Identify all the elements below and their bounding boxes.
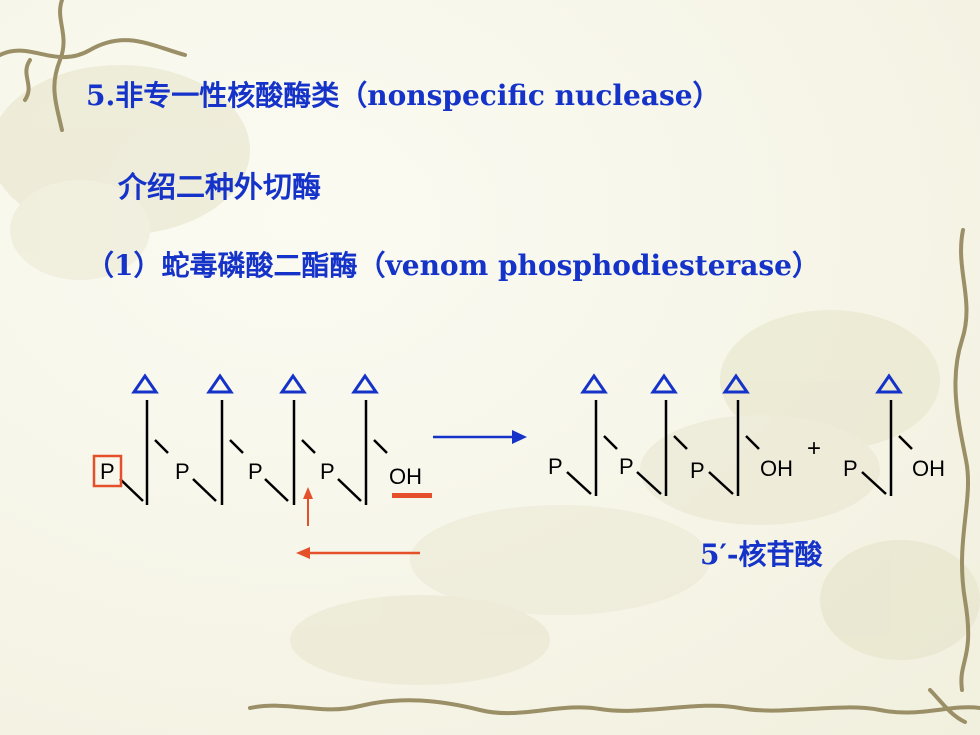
- foliage-blobs: [0, 65, 980, 685]
- hydroxyl-end-label: OH: [389, 464, 422, 489]
- phosphate-label: P: [690, 458, 705, 483]
- phosphate-bond: [119, 478, 144, 502]
- five-prime-phosphate-box: [92, 454, 123, 488]
- phosphodiester-bond: [229, 439, 244, 454]
- phosphate-label: P: [619, 454, 634, 479]
- phosphate-label: P: [320, 459, 335, 484]
- base-triangle-icon: [351, 373, 379, 394]
- base-triangle-icon: [875, 373, 903, 394]
- phosphate-bond: [708, 471, 734, 495]
- sugar-bonds: [119, 400, 388, 505]
- enzyme-item-heading: （1）蛇毒磷酸二酯酶（venom phosphodiesterase）: [86, 249, 820, 282]
- base-triangle-icon: [206, 373, 234, 394]
- three-prime-oh-underline: [392, 493, 432, 498]
- phosphate-label: P: [175, 459, 190, 484]
- base-triangle-icon: [650, 373, 678, 394]
- vine-bottom: [248, 688, 980, 724]
- base-triangle-icon: [722, 373, 750, 394]
- phosphate-bond: [264, 478, 289, 502]
- slide-title: 5.非专一性核酸酶类（nonspecific nuclease）: [86, 79, 721, 112]
- cleavage-site-arrow: [303, 487, 313, 526]
- hydroxyl-end-label: OH: [912, 456, 945, 481]
- phosphate-bond: [566, 471, 592, 495]
- phosphate-label: P: [843, 456, 858, 481]
- base-triangles: [580, 373, 750, 394]
- phosphate-label: P: [548, 454, 563, 479]
- substrate-strand: P P P P OH: [92, 373, 432, 559]
- hydrolysis-direction-arrow: [296, 547, 420, 559]
- product-caption: 5′-核苷酸: [700, 538, 823, 571]
- reaction-arrow: [433, 430, 527, 444]
- phosphate-bond: [861, 471, 887, 495]
- base-triangles: [131, 373, 379, 394]
- phosphate-label: P: [100, 459, 115, 484]
- phosphate-bond: [636, 471, 662, 495]
- sugar-bonds: [566, 400, 760, 496]
- phosphate-bond: [192, 478, 217, 502]
- phosphodiester-bond: [301, 439, 316, 454]
- phosphate-bond: [337, 478, 362, 502]
- phosphodiester-bond: [603, 435, 618, 450]
- product-strand: P P P OH: [548, 373, 793, 496]
- hydroxyl-end-label: OH: [760, 456, 793, 481]
- phosphodiester-bond: [745, 435, 760, 450]
- vine-right: [953, 228, 971, 692]
- slide-subtitle: 介绍二种外切酶: [118, 170, 322, 204]
- phosphodiester-bond: [898, 435, 913, 450]
- released-nucleotide: P OH: [843, 373, 945, 496]
- phosphodiester-bond: [154, 439, 169, 454]
- base-triangle-icon: [131, 373, 159, 394]
- phosphate-label: P: [248, 459, 263, 484]
- base-triangle-icon: [580, 373, 608, 394]
- phosphodiester-bond: [373, 439, 388, 454]
- base-triangle-icon: [279, 373, 307, 394]
- plus-sign: +: [807, 435, 821, 462]
- product-labels: P P P OH: [548, 454, 793, 483]
- substrate-labels: P P P P OH: [100, 459, 422, 489]
- phosphodiester-bond: [673, 435, 688, 450]
- vine-top-left: [0, 0, 187, 132]
